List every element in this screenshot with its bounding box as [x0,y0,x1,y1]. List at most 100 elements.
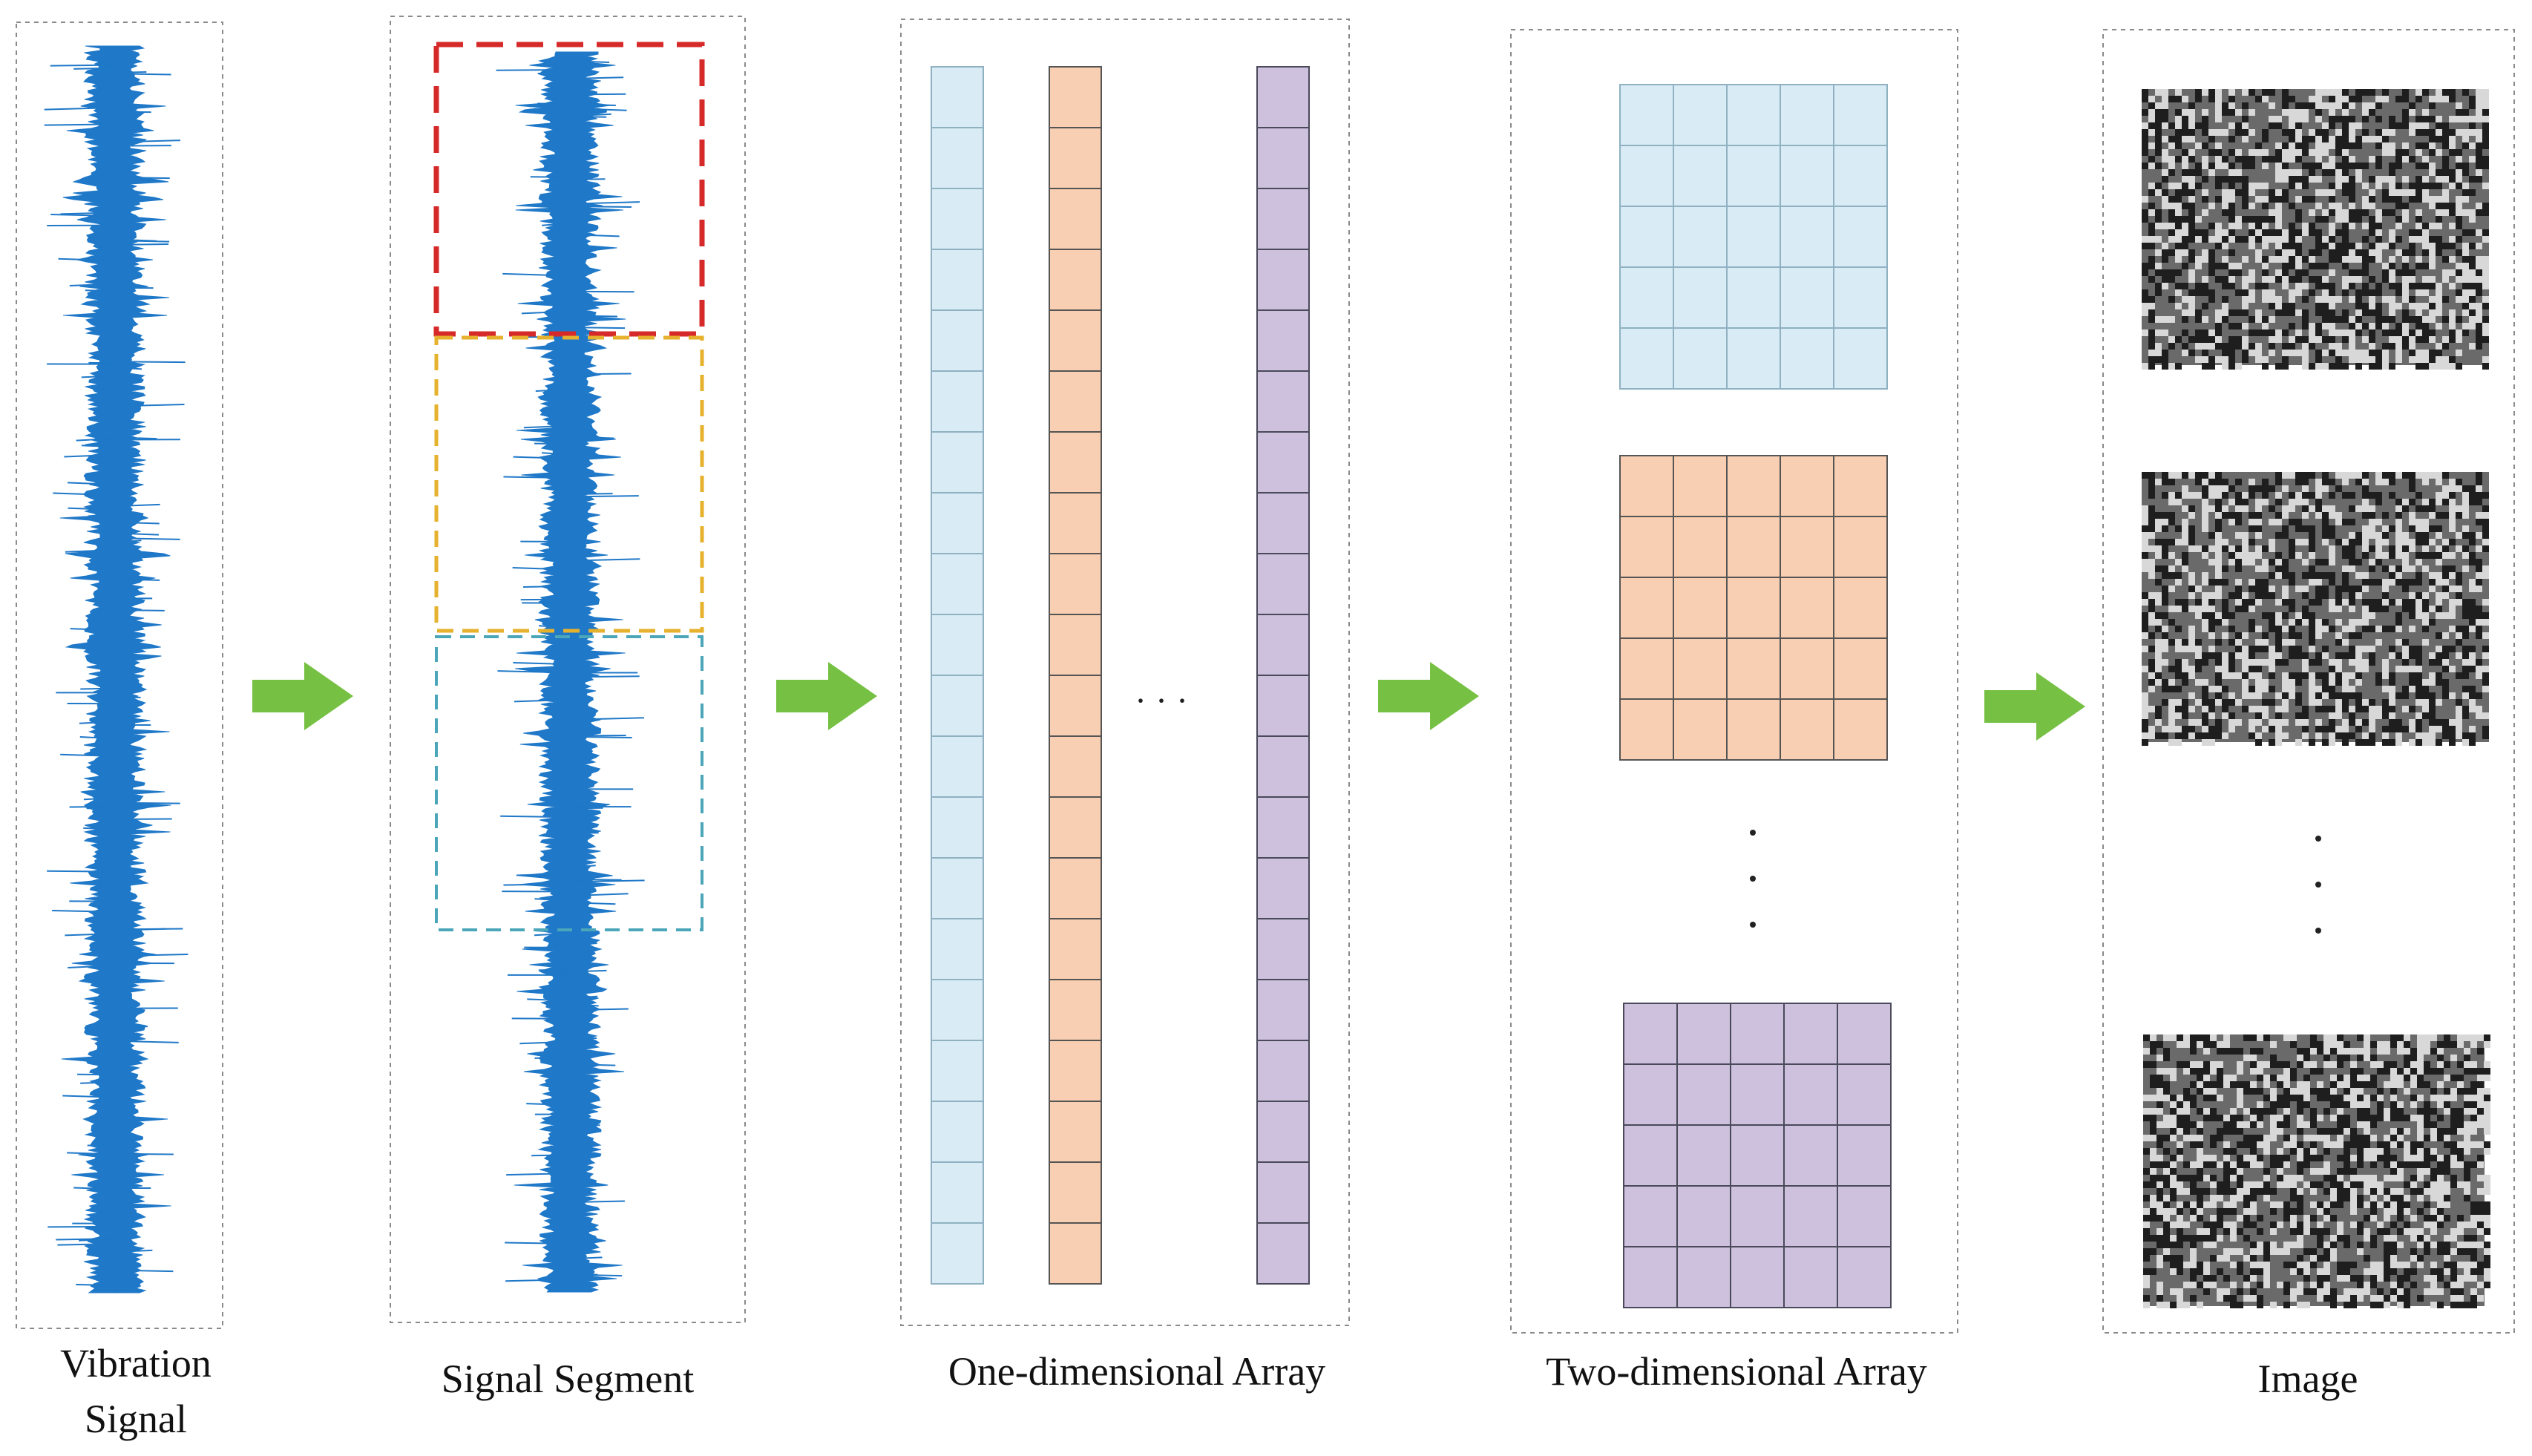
waveform-spike [569,178,606,181]
array-cell [931,66,984,128]
segment-box-2 [434,335,704,633]
array-cell [1049,249,1102,311]
waveform-spike [114,1269,174,1273]
array-cell [931,553,984,615]
grid-cell [1780,145,1834,207]
array-cell [931,1222,984,1285]
grid-cell [1833,637,1888,700]
waveform-spike [114,521,160,525]
waveform-spike [569,807,603,810]
grid-cell [1673,84,1728,146]
signal-segment-panel [390,16,746,1323]
array-cell [1256,492,1310,554]
grid-cell [1783,1185,1838,1247]
waveform-spike [69,283,116,286]
one-dimensional-array-panel: · · · [900,19,1350,1326]
image-vertical-ellipsis [2315,836,2321,934]
waveform-spike [569,558,640,562]
grid-cell [1833,145,1888,207]
waveform-spike [569,1273,623,1277]
grid-cell [1837,1003,1892,1065]
grid-cell [1619,206,1674,268]
grid-cell [1619,577,1674,639]
one-dimensional-array-label: One-dimensional Array [948,1349,1325,1394]
grid-cell [1619,84,1674,146]
grid-cell [1780,327,1834,390]
grid-cell [1726,516,1781,578]
waveform-spike [60,211,116,215]
grid-cell [1673,327,1728,390]
image-1 [2142,89,2489,370]
grid-cell [1673,637,1728,700]
grid-cell [1780,637,1834,700]
waveform-spike [114,111,151,114]
grid-cell [1726,206,1781,268]
waveform-spike [114,578,160,581]
waveform-spike [73,67,116,70]
waveform-spike [70,628,116,632]
array-cell [1049,857,1102,919]
array-cell [1256,249,1310,311]
array-cell [1049,188,1102,250]
waveform-spike [44,107,116,111]
array-cell [1049,66,1102,128]
waveform-spike [526,1103,571,1106]
grid-cell [1676,1063,1731,1126]
two-dimensional-array-frame [1510,29,1958,1334]
right-arrow-icon [1378,662,1479,730]
waveform-spike [44,123,116,126]
waveform-spike [83,797,116,801]
waveform-spike [569,206,632,209]
image-panel [2102,29,2515,1334]
grid-cell [1623,1246,1678,1308]
grid-cell [1833,455,1888,517]
waveform-spike [73,1187,116,1190]
grid-cell [1833,84,1888,146]
waveform-spike [534,442,571,445]
waveform-spike [114,801,180,804]
array-cell [1049,918,1102,980]
waveform-spike [569,735,626,737]
array-cell [1049,1101,1102,1163]
waveform-spike [569,735,632,738]
array-cell [931,249,984,311]
array-cell [931,309,984,372]
grid-cell [1780,206,1834,268]
grid-cell [1833,327,1888,390]
waveform-spike [569,1037,597,1040]
waveform-spike [542,222,571,226]
grid-cell [1673,516,1728,578]
right-arrow-icon [252,662,353,730]
two-dimensional-array-vertical-ellipsis [1750,830,1756,928]
grid-cell [1726,637,1781,700]
waveform-spike [114,366,142,370]
two-dimensional-array-2 [1619,455,1888,761]
grid-cell [1730,1003,1785,1065]
waveform-spike [62,1095,116,1098]
waveform-spike [569,1256,603,1260]
waveform-spike [114,240,170,243]
waveform-spike [67,1152,116,1155]
waveform-spike [569,315,617,318]
grid-cell [1673,145,1728,207]
waveform-spike [68,482,116,485]
array-cell [1256,675,1310,737]
array-cell [1049,492,1102,554]
grid-cell [1780,698,1834,761]
grid-cell [1623,1063,1678,1126]
array-cell [931,735,984,798]
waveform-spike [497,670,571,674]
waveform-spike [57,1243,116,1246]
waveform-spike [569,93,626,96]
array-cell [931,1101,984,1163]
array-cell [1049,127,1102,189]
waveform-spike [114,532,159,536]
segmented-signal-waveform [496,51,645,1293]
waveform-spike [535,388,571,393]
waveform-spike [569,1200,625,1204]
waveform-spike [64,453,116,458]
array-cell [931,979,984,1041]
image-label: Image [2258,1357,2358,1401]
grid-cell [1619,516,1674,578]
waveform-spike [53,492,116,496]
